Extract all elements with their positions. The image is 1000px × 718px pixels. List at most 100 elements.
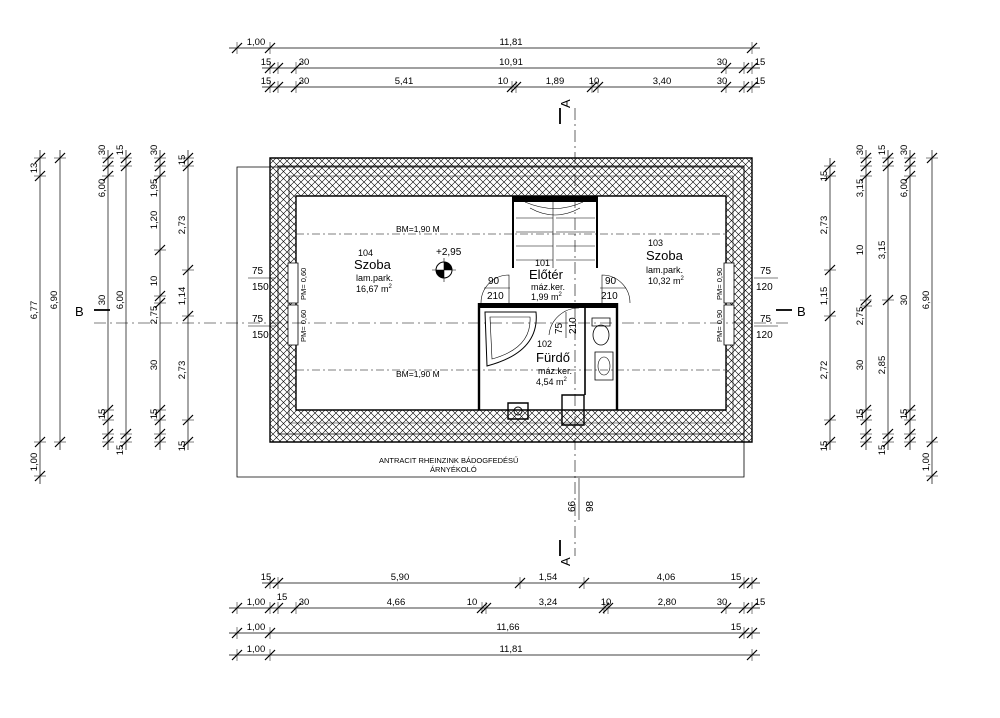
- room-floor: máz.ker.: [538, 366, 572, 376]
- room-number: 103: [648, 238, 663, 248]
- window-tag: PM= 0,60: [299, 268, 308, 300]
- dim-label: 1,54: [539, 572, 558, 583]
- bm-bottom-text: BM=1,90 M: [396, 369, 440, 379]
- room-area: 10,32 m2: [648, 276, 685, 286]
- dim-label: 11,81: [499, 37, 522, 48]
- toilet-bowl: [592, 324, 610, 346]
- dim-label: 15: [877, 145, 888, 156]
- dim-label: 5,41: [395, 76, 414, 87]
- door-tag: 90: [488, 276, 500, 287]
- room-102-label: 102 Fürdő máz.ker. 4,54 m2: [536, 339, 572, 387]
- dim-label: 15: [277, 592, 288, 603]
- dim-label: 2,80: [658, 597, 677, 608]
- room-101-label: 101 Előtér máz.ker. 1,99 m2: [529, 258, 565, 302]
- dim-label: 2,72: [819, 361, 830, 380]
- bath-wall-top: [478, 303, 618, 308]
- door-tag: 90: [605, 276, 617, 287]
- window-tag: PM= 0,60: [299, 310, 308, 342]
- dim-label: 15: [731, 572, 742, 583]
- section-a-bottom-label: A: [558, 557, 573, 566]
- dim-label: 1,15: [819, 287, 830, 306]
- dim-label: 15: [855, 409, 866, 420]
- dim-label: 30: [299, 57, 310, 68]
- roof-window-left-1: [288, 263, 298, 303]
- dim-label: 2,75: [855, 307, 866, 326]
- dim-label: 4,06: [657, 572, 676, 583]
- chimney-dim: 98: [585, 500, 596, 512]
- dim-label: 30: [717, 57, 728, 68]
- dim-label: 30: [717, 597, 728, 608]
- dim-label: 15: [261, 572, 272, 583]
- dim-label: 6,90: [49, 291, 60, 310]
- door-tag: 210: [487, 291, 504, 302]
- dim-label: 6,00: [115, 291, 126, 310]
- toilet-tank: [592, 318, 610, 326]
- dim-label: 30: [717, 76, 728, 87]
- room-name: Fürdő: [536, 350, 570, 365]
- dim-label: 15: [177, 155, 188, 166]
- dim-label: 10: [589, 76, 600, 87]
- room-area-unit: 2: [559, 292, 563, 298]
- dim-label: 3,40: [653, 76, 672, 87]
- room-area-unit: 2: [681, 276, 685, 282]
- dim-label: 30: [149, 360, 160, 371]
- dim-label: 4,66: [387, 597, 406, 608]
- door-tags: 75 150 75 150 90 210 90 210 75 210 75 12…: [248, 266, 778, 341]
- dim-label: 1,00: [247, 37, 266, 48]
- washbasin-bowl: [597, 356, 611, 376]
- stair-wall: [512, 196, 598, 202]
- dim-label: 30: [299, 597, 310, 608]
- roof-note-line-2: ÁRNYÉKOLÓ: [430, 465, 477, 474]
- dim-label: 30: [299, 76, 310, 87]
- door-swing-102: [549, 308, 579, 335]
- dim-label: 30: [149, 145, 160, 156]
- corner-bathtub: [485, 312, 536, 366]
- dim-label: 30: [855, 360, 866, 371]
- dim-label: 11,66: [496, 622, 519, 633]
- outer-wall: [270, 158, 752, 442]
- dim-label: 15: [261, 57, 272, 68]
- door-tag: 120: [756, 330, 773, 341]
- dim-label: 30: [899, 145, 910, 156]
- dim-label: 2,73: [177, 216, 188, 235]
- room-number: 101: [535, 258, 550, 268]
- door-tag: 75: [760, 314, 772, 325]
- room-area: 1,99 m2: [531, 292, 563, 302]
- door-tag: 75: [252, 314, 264, 325]
- dim-label: 6,90: [921, 291, 932, 310]
- door-tag: 75: [554, 322, 565, 334]
- dim-label: 15: [177, 441, 188, 452]
- dim-label: 30: [97, 295, 108, 306]
- door-tag: 210: [601, 291, 618, 302]
- dim-label: 10: [601, 597, 612, 608]
- dim-label: 15: [877, 445, 888, 456]
- dim-label: 15: [731, 622, 742, 633]
- room-area-unit: 2: [564, 377, 568, 383]
- room-area-unit: 2: [389, 284, 393, 290]
- vent-box: [508, 403, 528, 419]
- dim-label: 15: [755, 76, 766, 87]
- roof-window-right-1: [724, 263, 734, 303]
- chimney-dim: 66: [567, 500, 578, 512]
- dim-label: 10: [467, 597, 478, 608]
- dim-label: 5,90: [391, 572, 410, 583]
- dim-label: 15: [115, 145, 126, 156]
- dim-label: 1,95: [149, 179, 160, 198]
- dim-label: 1,00: [247, 622, 266, 633]
- room-name: Szoba: [354, 257, 392, 272]
- room-area: 4,54 m2: [536, 377, 568, 387]
- door-tag: 120: [756, 282, 773, 293]
- level-mark-text: +2,95: [436, 247, 462, 258]
- roof-note-line-1: ANTRACIT RHEINZINK BÁDOGFEDÉSŰ: [379, 456, 518, 465]
- room-103-label: 103 Szoba lam.park. 10,32 m2: [646, 238, 685, 286]
- room-104-label: 104 Szoba lam.park. 16,67 m2: [354, 248, 393, 294]
- room-number: 102: [537, 339, 552, 349]
- dim-label: 2,75: [149, 306, 160, 325]
- dim-label: 15: [755, 57, 766, 68]
- dim-label: 30: [899, 295, 910, 306]
- room-floor: máz.ker.: [531, 282, 565, 292]
- dim-label: 2,85: [877, 356, 888, 375]
- dim-label: 10: [855, 245, 866, 256]
- dim-label: 1,00: [921, 453, 932, 472]
